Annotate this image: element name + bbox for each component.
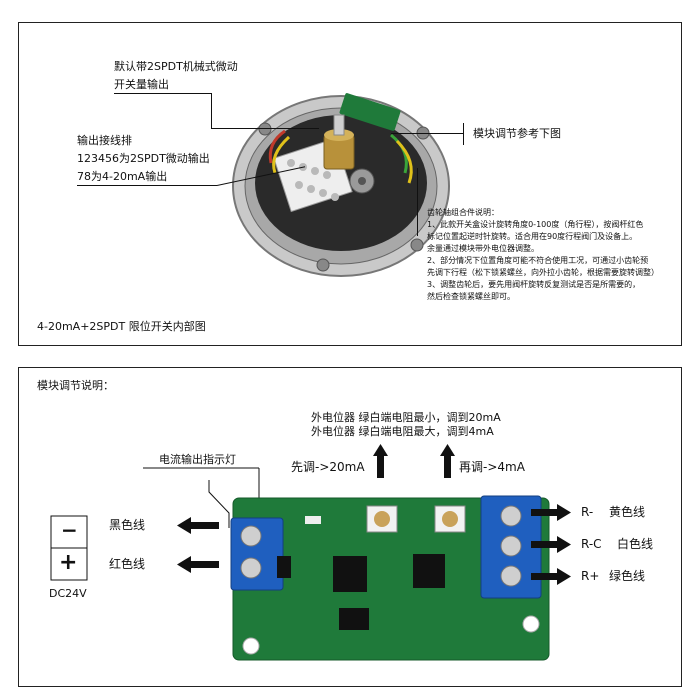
leader-line <box>211 93 212 129</box>
gear-note-line: 余量通过模块带外电位器调整。 <box>427 244 539 253</box>
arrow-left-icon <box>177 517 219 573</box>
black-wire-label: 黑色线 <box>109 518 146 532</box>
gear-note-line: 齿轮轴组合件说明： <box>427 208 499 217</box>
first-adjust-label: 先调->20mA <box>291 460 365 474</box>
white-wire-label: 白色线 <box>617 537 654 551</box>
gear-note-line: 先调下行程（松下锁紧螺丝，向外拉小齿轮，根据需要旋转调整） <box>427 268 659 277</box>
pot-note-line2: 外电位器 绿白端电阻最大，调到4mA <box>311 425 494 438</box>
switch-interior-panel: 默认带2SPDT机械式微动 开关量输出 输出接线排 123456为2SPDT微动… <box>18 22 682 346</box>
switch-label-line1: 默认带2SPDT机械式微动 <box>114 60 238 73</box>
indicator-label: 电流输出指示灯 <box>159 453 236 466</box>
gear-note-line: 3、调整齿轮后，要先用阀杆旋转反复测试是否是所需要的， <box>427 280 641 289</box>
leader-line <box>114 93 212 94</box>
output-rplus: R+ <box>581 569 600 583</box>
arrow-right-icon <box>531 504 571 585</box>
leader-line <box>211 128 319 129</box>
gear-note-line: 然后检查锁紧螺丝即可。 <box>427 292 515 301</box>
output-rminus: R- <box>581 505 594 519</box>
section-title: 模块调节说明： <box>37 379 114 392</box>
leader-line <box>391 133 463 134</box>
board-diagram <box>50 444 571 661</box>
terminal-label-line2: 123456为2SPDT微动输出 <box>77 152 210 165</box>
yellow-wire-label: 黄色线 <box>609 505 646 519</box>
plus-symbol: + <box>59 550 78 575</box>
gear-note-line: 标记位置起逆时针旋转。适合用在90度行程阀门及设备上。 <box>427 232 638 241</box>
panel-caption: 4-20mA+2SPDT 限位开关内部图 <box>37 320 206 333</box>
then-adjust-label: 再调->4mA <box>459 460 525 474</box>
minus-symbol: − <box>61 518 78 542</box>
switch-label-line2: 开关量输出 <box>114 78 169 91</box>
terminal-label-line1: 输出接线排 <box>77 134 132 147</box>
output-rc: R-C <box>581 537 602 551</box>
module-adjust-panel: 模块调节说明： 外电位器 绿白端电阻最小，调到20mA 外电位器 绿白端电阻最大… <box>18 367 682 687</box>
terminal-label-line3: 78为4-20mA输出 <box>77 170 168 183</box>
module-reference-label: 模块调节参考下图 <box>473 127 561 140</box>
green-wire-label: 绿色线 <box>609 569 646 583</box>
switch-box-illustration <box>232 93 450 277</box>
red-wire-label: 红色线 <box>109 557 146 571</box>
leader-line <box>417 168 418 236</box>
gear-note-line: 2、部分情况下位置角度可能不符合使用工况，可通过小齿轮预 <box>427 256 649 265</box>
leader-line <box>77 185 217 186</box>
pot-note-line1: 外电位器 绿白端电阻最小，调到20mA <box>311 411 501 424</box>
arrow-up-icon <box>373 444 455 478</box>
gear-note-line: 1、此款开关盒设计旋转角度0-100度（角行程），按阀杆红色 <box>427 220 644 229</box>
power-label: DC24V <box>49 587 87 600</box>
leader-line <box>463 123 464 145</box>
gear-notes: 齿轮轴组合件说明： 1、此款开关盒设计旋转角度0-100度（角行程），按阀杆红色… <box>427 207 675 303</box>
